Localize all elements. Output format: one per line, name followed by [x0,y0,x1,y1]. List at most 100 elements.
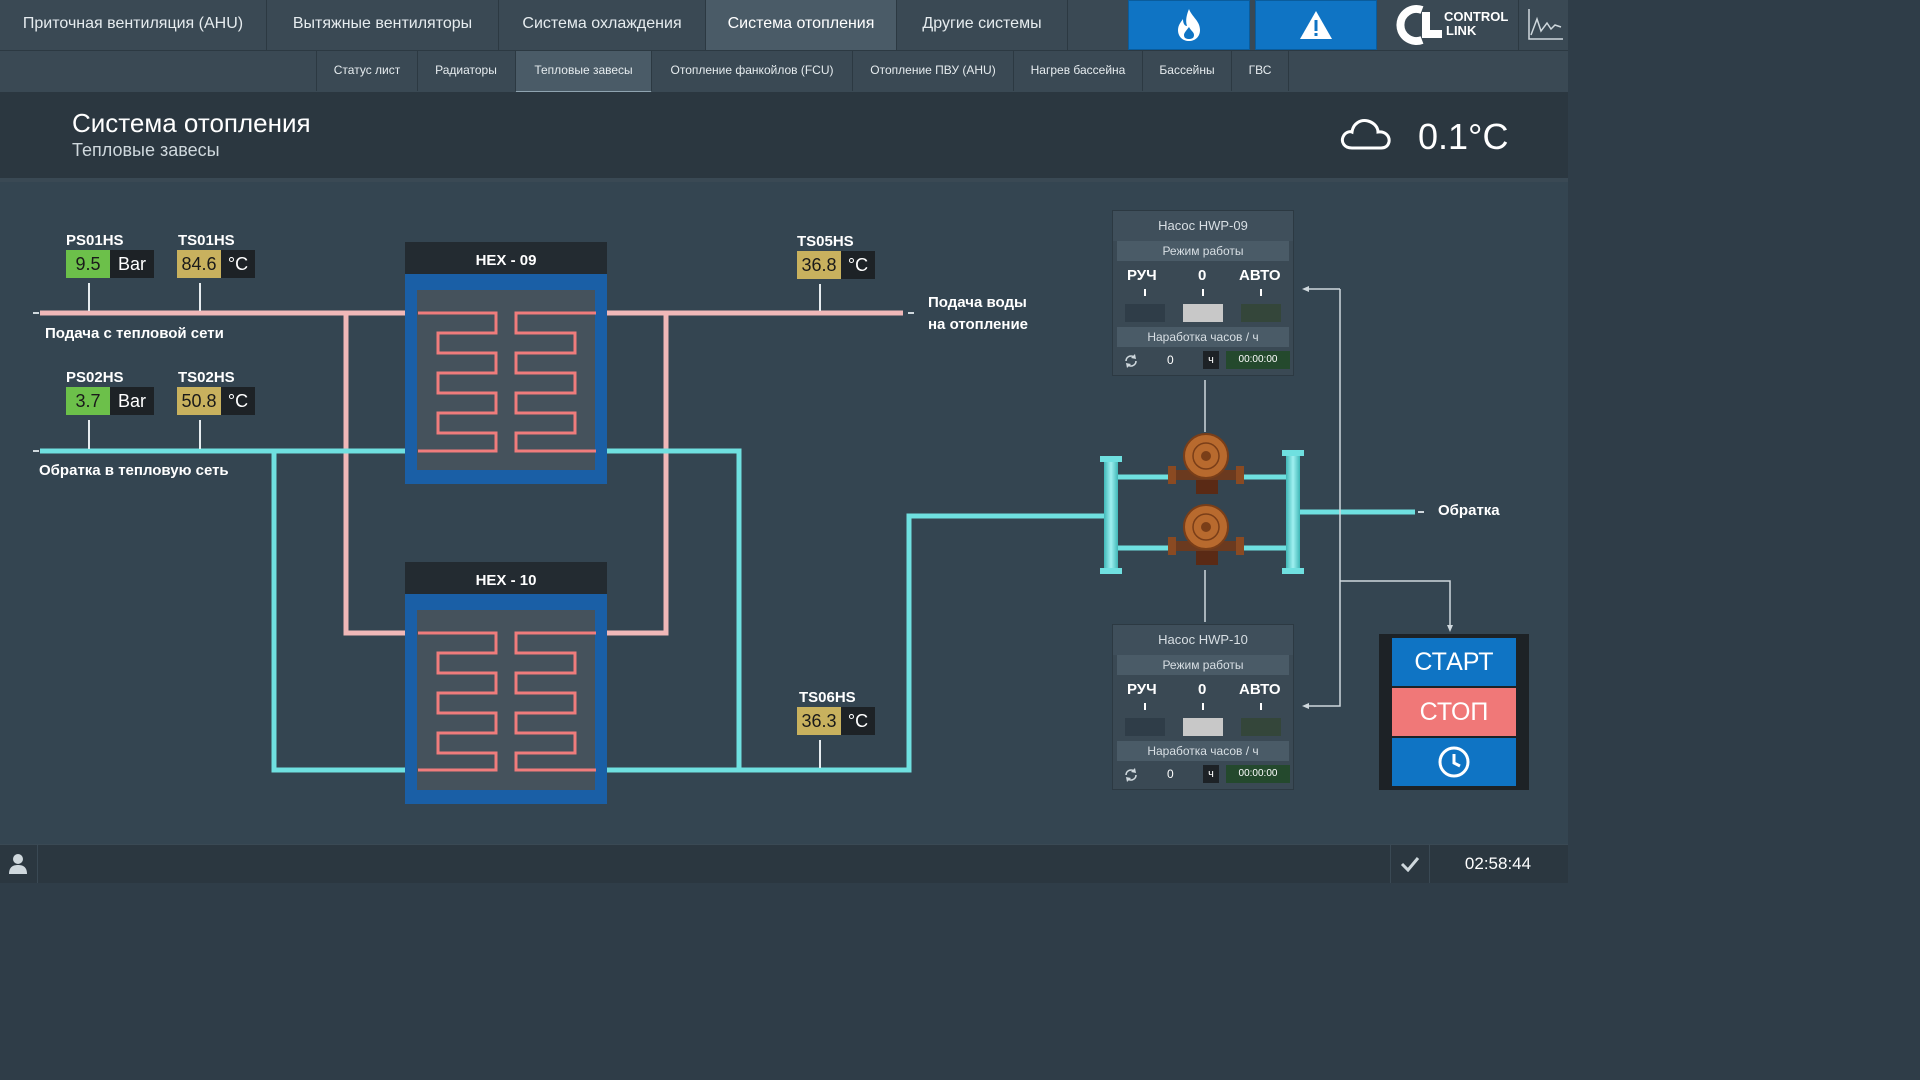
pump-hwp-10-hours-label: Наработка часов / ч [1117,741,1289,761]
mode-auto-button[interactable] [1241,304,1281,322]
mode-off-button[interactable] [1183,718,1223,736]
tab-cooling[interactable]: Система охлаждения [499,0,706,50]
subtab-pools[interactable]: Бассейны [1143,51,1232,91]
subtab-air-curtains[interactable]: Тепловые завесы [516,51,652,93]
tab-other-systems[interactable]: Другие системы [897,0,1068,50]
arrow-heads [1302,286,1453,709]
ps02-tag: PS02HS [66,369,124,386]
schedule-button[interactable] [1392,738,1516,786]
subtab-fcu-heating[interactable]: Отопление фанкойлов (FCU) [652,51,853,91]
mode-manual-button[interactable] [1125,718,1165,736]
ts06-unit: °C [841,707,875,735]
subtab-radiators[interactable]: Радиаторы [417,51,516,91]
page-header: Система отопления Тепловые завесы 0.1°C [0,92,1568,182]
hex-09-label: HEX - 09 [475,252,537,269]
return-to-network-label: Обратка в тепловую сеть [39,462,229,479]
ts06-tag: TS06HS [799,689,856,706]
mode-auto-button[interactable] [1241,718,1281,736]
pump-hwp-09-title: Насос HWP-09 [1113,211,1293,241]
system-control-panel: СТАРТ СТОП [1379,634,1529,790]
control-link-logo: CONTROL LINK [1390,4,1512,46]
pump-hwp-10-panel: Насос HWP-10 Режим работы РУЧ 0 АВТО Нар… [1112,624,1294,790]
user-icon [9,854,27,874]
pump-hwp-09 [1168,433,1244,494]
tab-exhaust-fans[interactable]: Вытяжные вентиляторы [267,0,499,50]
hex-10-exchanger [405,562,607,804]
ts01-tag: TS01HS [178,232,235,249]
tab-ahu[interactable]: Приточная вентиляция (AHU) [0,0,267,50]
hour-unit: ч [1203,351,1219,369]
tab-heating[interactable]: Система отопления [706,0,897,50]
pump-hwp-10-title: Насос HWP-10 [1113,625,1293,655]
chart-icon [1528,9,1563,40]
ts01-value: 84.6 [177,250,221,278]
control-links [1204,288,1451,707]
status-bar: 02:58:44 [0,844,1568,883]
heating-alarm-button[interactable] [1128,0,1250,50]
reset-icon[interactable] [1123,767,1139,783]
mode-manual-button[interactable] [1125,304,1165,322]
check-icon [1400,857,1420,872]
hour-unit: ч [1203,765,1219,783]
mode-auto-label: АВТО [1239,267,1281,284]
subtab-ahu-heating[interactable]: Отопление ПВУ (AHU) [853,51,1014,91]
ps02-unit: Bar [110,387,154,415]
mode-manual-label: РУЧ [1127,681,1157,698]
ts05-value: 36.8 [797,251,841,279]
ts02-unit: °C [221,387,255,415]
pump-hwp-10-mode-label: Режим работы [1117,655,1289,675]
subtab-pool-heating[interactable]: Нагрев бассейна [1014,51,1143,91]
page-title: Система отопления [72,108,311,138]
alarm-button[interactable] [1255,0,1377,50]
ts02-value: 50.8 [177,387,221,415]
supply-heating-label-1: Подача воды [928,294,1027,311]
supply-pipes [40,310,903,636]
flame-icon [1178,9,1200,41]
clock-icon [1438,746,1470,778]
pump-hwp-10 [1168,504,1244,565]
reset-icon[interactable] [1123,353,1139,369]
ps01-unit: Bar [110,250,154,278]
return-label: Обратка [1438,502,1500,519]
ps02-value: 3.7 [66,387,110,415]
stop-button[interactable]: СТОП [1392,688,1516,736]
hex-10-label: HEX - 10 [475,572,537,589]
outdoor-temperature: 0.1°C [1418,116,1509,157]
return-pipes [40,448,1415,773]
mode-off-button[interactable] [1183,304,1223,322]
logo-icon [1396,5,1442,45]
ts02-tag: TS02HS [178,369,235,386]
warning-icon [1300,11,1332,39]
supply-from-network-label: Подача с тепловой сети [45,325,224,342]
run-hours-time: 00:00:00 [1226,351,1290,369]
logo-text-line2: LINK [1446,23,1477,38]
ts05-tag: TS05HS [797,233,854,250]
logo-text-line1: CONTROL [1444,9,1509,24]
mode-off-label: 0 [1198,267,1207,284]
run-count: 0 [1167,767,1174,781]
page-subtitle: Тепловые завесы [72,140,220,160]
trends-button[interactable] [1518,0,1569,50]
top-navigation: Приточная вентиляция (AHU) Вытяжные вент… [0,0,1568,50]
hex-09-exchanger [405,242,607,484]
subtab-status-list[interactable]: Статус лист [316,51,418,91]
sub-navigation: Статус лист Радиаторы Тепловые завесы От… [0,50,1568,93]
start-button[interactable]: СТАРТ [1392,638,1516,686]
ps01-value: 9.5 [66,250,110,278]
user-button[interactable] [0,845,38,883]
pump-hwp-09-hours-label: Наработка часов / ч [1117,327,1289,347]
pump-hwp-09-panel: Насос HWP-09 Режим работы РУЧ 0 АВТО Нар… [1112,210,1294,376]
mode-auto-label: АВТО [1239,681,1281,698]
supply-heating-label-2: на отопление [928,316,1029,333]
run-hours-time: 00:00:00 [1226,765,1290,783]
ps01-tag: PS01HS [66,232,124,249]
mode-off-label: 0 [1198,681,1207,698]
ts01-unit: °C [221,250,255,278]
ts06-value: 36.3 [797,707,841,735]
ts05-unit: °C [841,251,875,279]
clock-display: 02:58:44 [1464,854,1532,873]
subtab-dhw[interactable]: ГВС [1232,51,1289,91]
mode-manual-label: РУЧ [1127,267,1157,284]
pump-hwp-09-mode-label: Режим работы [1117,241,1289,261]
acknowledge-button[interactable] [1390,845,1430,883]
